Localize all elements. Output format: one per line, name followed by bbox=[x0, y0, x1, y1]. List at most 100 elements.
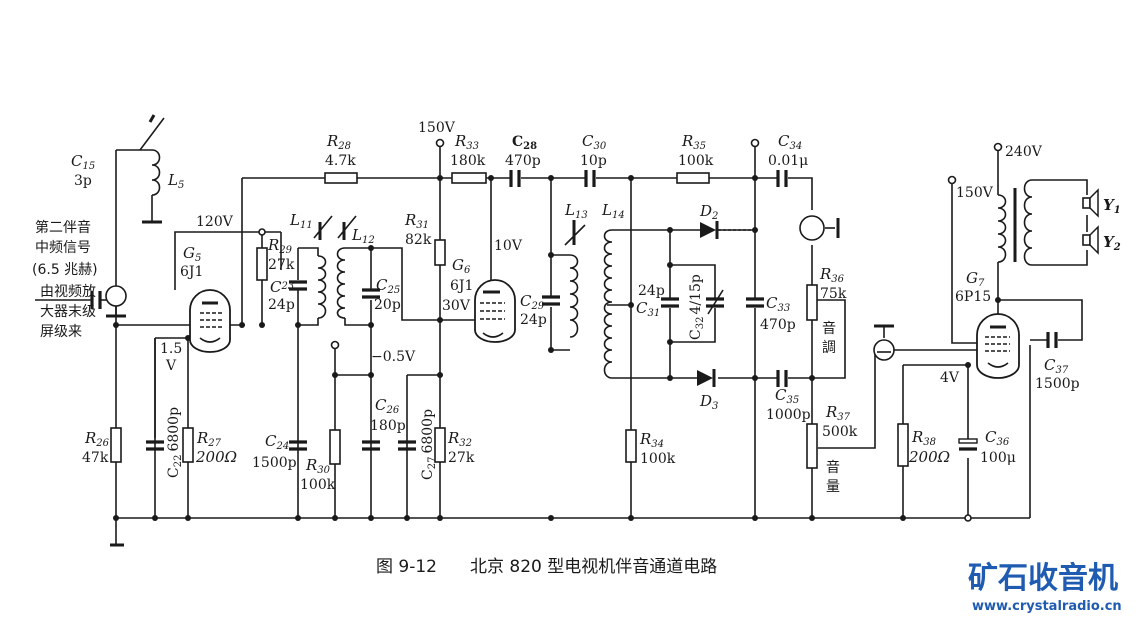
note-r36-tone-1: 音 bbox=[822, 320, 836, 337]
tube-g5 bbox=[189, 289, 231, 353]
label-r31: R31 bbox=[404, 211, 429, 231]
value-r28: 4.7k bbox=[325, 153, 356, 169]
resistor-r35 bbox=[676, 172, 710, 184]
shield-detector-out bbox=[799, 215, 825, 241]
speakers bbox=[1082, 188, 1099, 255]
value-r30: 100k bbox=[300, 477, 336, 493]
resistor-r38 bbox=[897, 423, 909, 467]
value-c29: 24p bbox=[520, 312, 547, 328]
figure-caption: 图 9-12 北京 820 型电视机伴音通道电路 bbox=[376, 557, 717, 577]
transformer-secondary bbox=[1023, 179, 1033, 266]
svg-text:中频信号: 中频信号 bbox=[35, 240, 91, 256]
svg-text:大器末级: 大器末级 bbox=[40, 304, 96, 320]
inductor-l12 bbox=[336, 247, 346, 319]
figure-title: 北京 820 型电视机伴音通道电路 bbox=[470, 557, 717, 577]
label-g7: G7 bbox=[966, 269, 985, 289]
value-r37: 500k bbox=[822, 424, 858, 440]
label-c26: C26 bbox=[375, 396, 400, 416]
label-l5: L5 bbox=[167, 171, 184, 191]
value-r29: 27k bbox=[268, 257, 295, 273]
value-c31: 24p bbox=[638, 283, 665, 299]
type-g5: 6J1 bbox=[180, 264, 203, 280]
resistor-r31 bbox=[434, 239, 446, 266]
resistors bbox=[110, 172, 909, 469]
resistor-r26 bbox=[110, 427, 122, 463]
label-r38: R38 bbox=[911, 428, 936, 448]
value-r26: 47k bbox=[82, 450, 109, 466]
shield-input bbox=[105, 285, 127, 307]
label-y2: Y2 bbox=[1103, 233, 1121, 253]
label-r26: R26 bbox=[84, 429, 110, 449]
label-c15: C15 bbox=[71, 152, 95, 172]
label-c25: C25 bbox=[376, 276, 400, 296]
shielded-connectors bbox=[105, 215, 895, 361]
value-r32: 27k bbox=[448, 450, 475, 466]
svg-text:(6.5 兆赫): (6.5 兆赫) bbox=[32, 262, 98, 278]
value-r27: 200Ω bbox=[195, 448, 237, 466]
watermark-name: 矿石收音机 bbox=[968, 561, 1118, 596]
terminal-150v bbox=[435, 138, 445, 148]
value-r36: 75k bbox=[820, 286, 847, 302]
value-c35: 1000p bbox=[766, 407, 811, 423]
value-c33: 470p bbox=[760, 317, 796, 333]
value-c34: 0.01μ bbox=[768, 153, 808, 169]
label-l13: L13 bbox=[564, 201, 588, 221]
resistor-r36 bbox=[806, 284, 818, 321]
label-r32: R32 bbox=[447, 429, 472, 449]
svg-text:屏级来: 屏级来 bbox=[40, 324, 82, 340]
label-y1: Y1 bbox=[1103, 196, 1121, 216]
inductors bbox=[139, 114, 1033, 379]
voltage-10v: 10V bbox=[494, 238, 523, 254]
terminal-150v-screen bbox=[947, 175, 957, 185]
label-d2: D2 bbox=[699, 202, 718, 222]
voltage-4v: 4V bbox=[940, 370, 960, 386]
supply-terminals bbox=[258, 138, 1003, 522]
label-c36: C36 bbox=[985, 428, 1010, 448]
watermark: 矿石收音机 www.crystalradio.cn bbox=[968, 561, 1122, 614]
svg-text:第二伴音: 第二伴音 bbox=[35, 219, 91, 236]
type-g7: 6P15 bbox=[955, 289, 991, 305]
value-c36: 100μ bbox=[980, 450, 1016, 466]
value-c37: 1500p bbox=[1035, 376, 1080, 392]
speaker-y1-icon bbox=[1082, 188, 1099, 218]
diode-d3 bbox=[697, 370, 713, 386]
label-r35: R35 bbox=[681, 132, 706, 152]
label-r29: R29 bbox=[267, 236, 293, 256]
resistor-r34 bbox=[625, 429, 637, 463]
resistor-r33 bbox=[451, 172, 487, 184]
diode-d2 bbox=[700, 222, 716, 238]
value-c23: 24p bbox=[268, 297, 295, 313]
watermark-url: www.crystalradio.cn bbox=[972, 599, 1122, 614]
voltage-30v: 30V bbox=[442, 298, 471, 314]
tube-g6 bbox=[474, 279, 516, 343]
label-c37: C37 bbox=[1044, 356, 1069, 376]
label-l12: L12 bbox=[351, 226, 375, 246]
voltage-1-5v: 1.5 bbox=[160, 341, 182, 357]
resistor-r27 bbox=[182, 427, 194, 463]
value-c24: 1500p bbox=[252, 455, 297, 471]
value-r31: 82k bbox=[405, 232, 432, 248]
tubes bbox=[189, 279, 1020, 379]
diodes bbox=[697, 221, 755, 387]
shield-volume-out bbox=[873, 339, 895, 361]
type-g6: 6J1 bbox=[450, 278, 473, 294]
label-c24: C24 bbox=[265, 432, 289, 452]
label-r27: R27 bbox=[196, 429, 222, 449]
inductor-l14 bbox=[603, 229, 613, 379]
voltage-120v: 120V bbox=[196, 214, 234, 230]
label-c32: C324/15p bbox=[688, 274, 706, 340]
svg-text:由视频放: 由视频放 bbox=[40, 284, 96, 300]
resistor-r28 bbox=[324, 172, 358, 184]
resistor-r30 bbox=[329, 429, 341, 465]
label-c30: C30 bbox=[582, 132, 607, 152]
value-c28: 470p bbox=[505, 153, 541, 169]
resistor-r37 bbox=[806, 423, 818, 469]
label-c23: C23 bbox=[270, 278, 294, 296]
label-c27: C276800p bbox=[420, 409, 438, 480]
label-r34: R34 bbox=[639, 430, 664, 450]
label-r28: R28 bbox=[326, 132, 351, 152]
voltage-240v: 240V bbox=[1005, 144, 1043, 160]
label-c34: C34 bbox=[778, 132, 802, 152]
terminal-c36-node bbox=[964, 514, 972, 522]
